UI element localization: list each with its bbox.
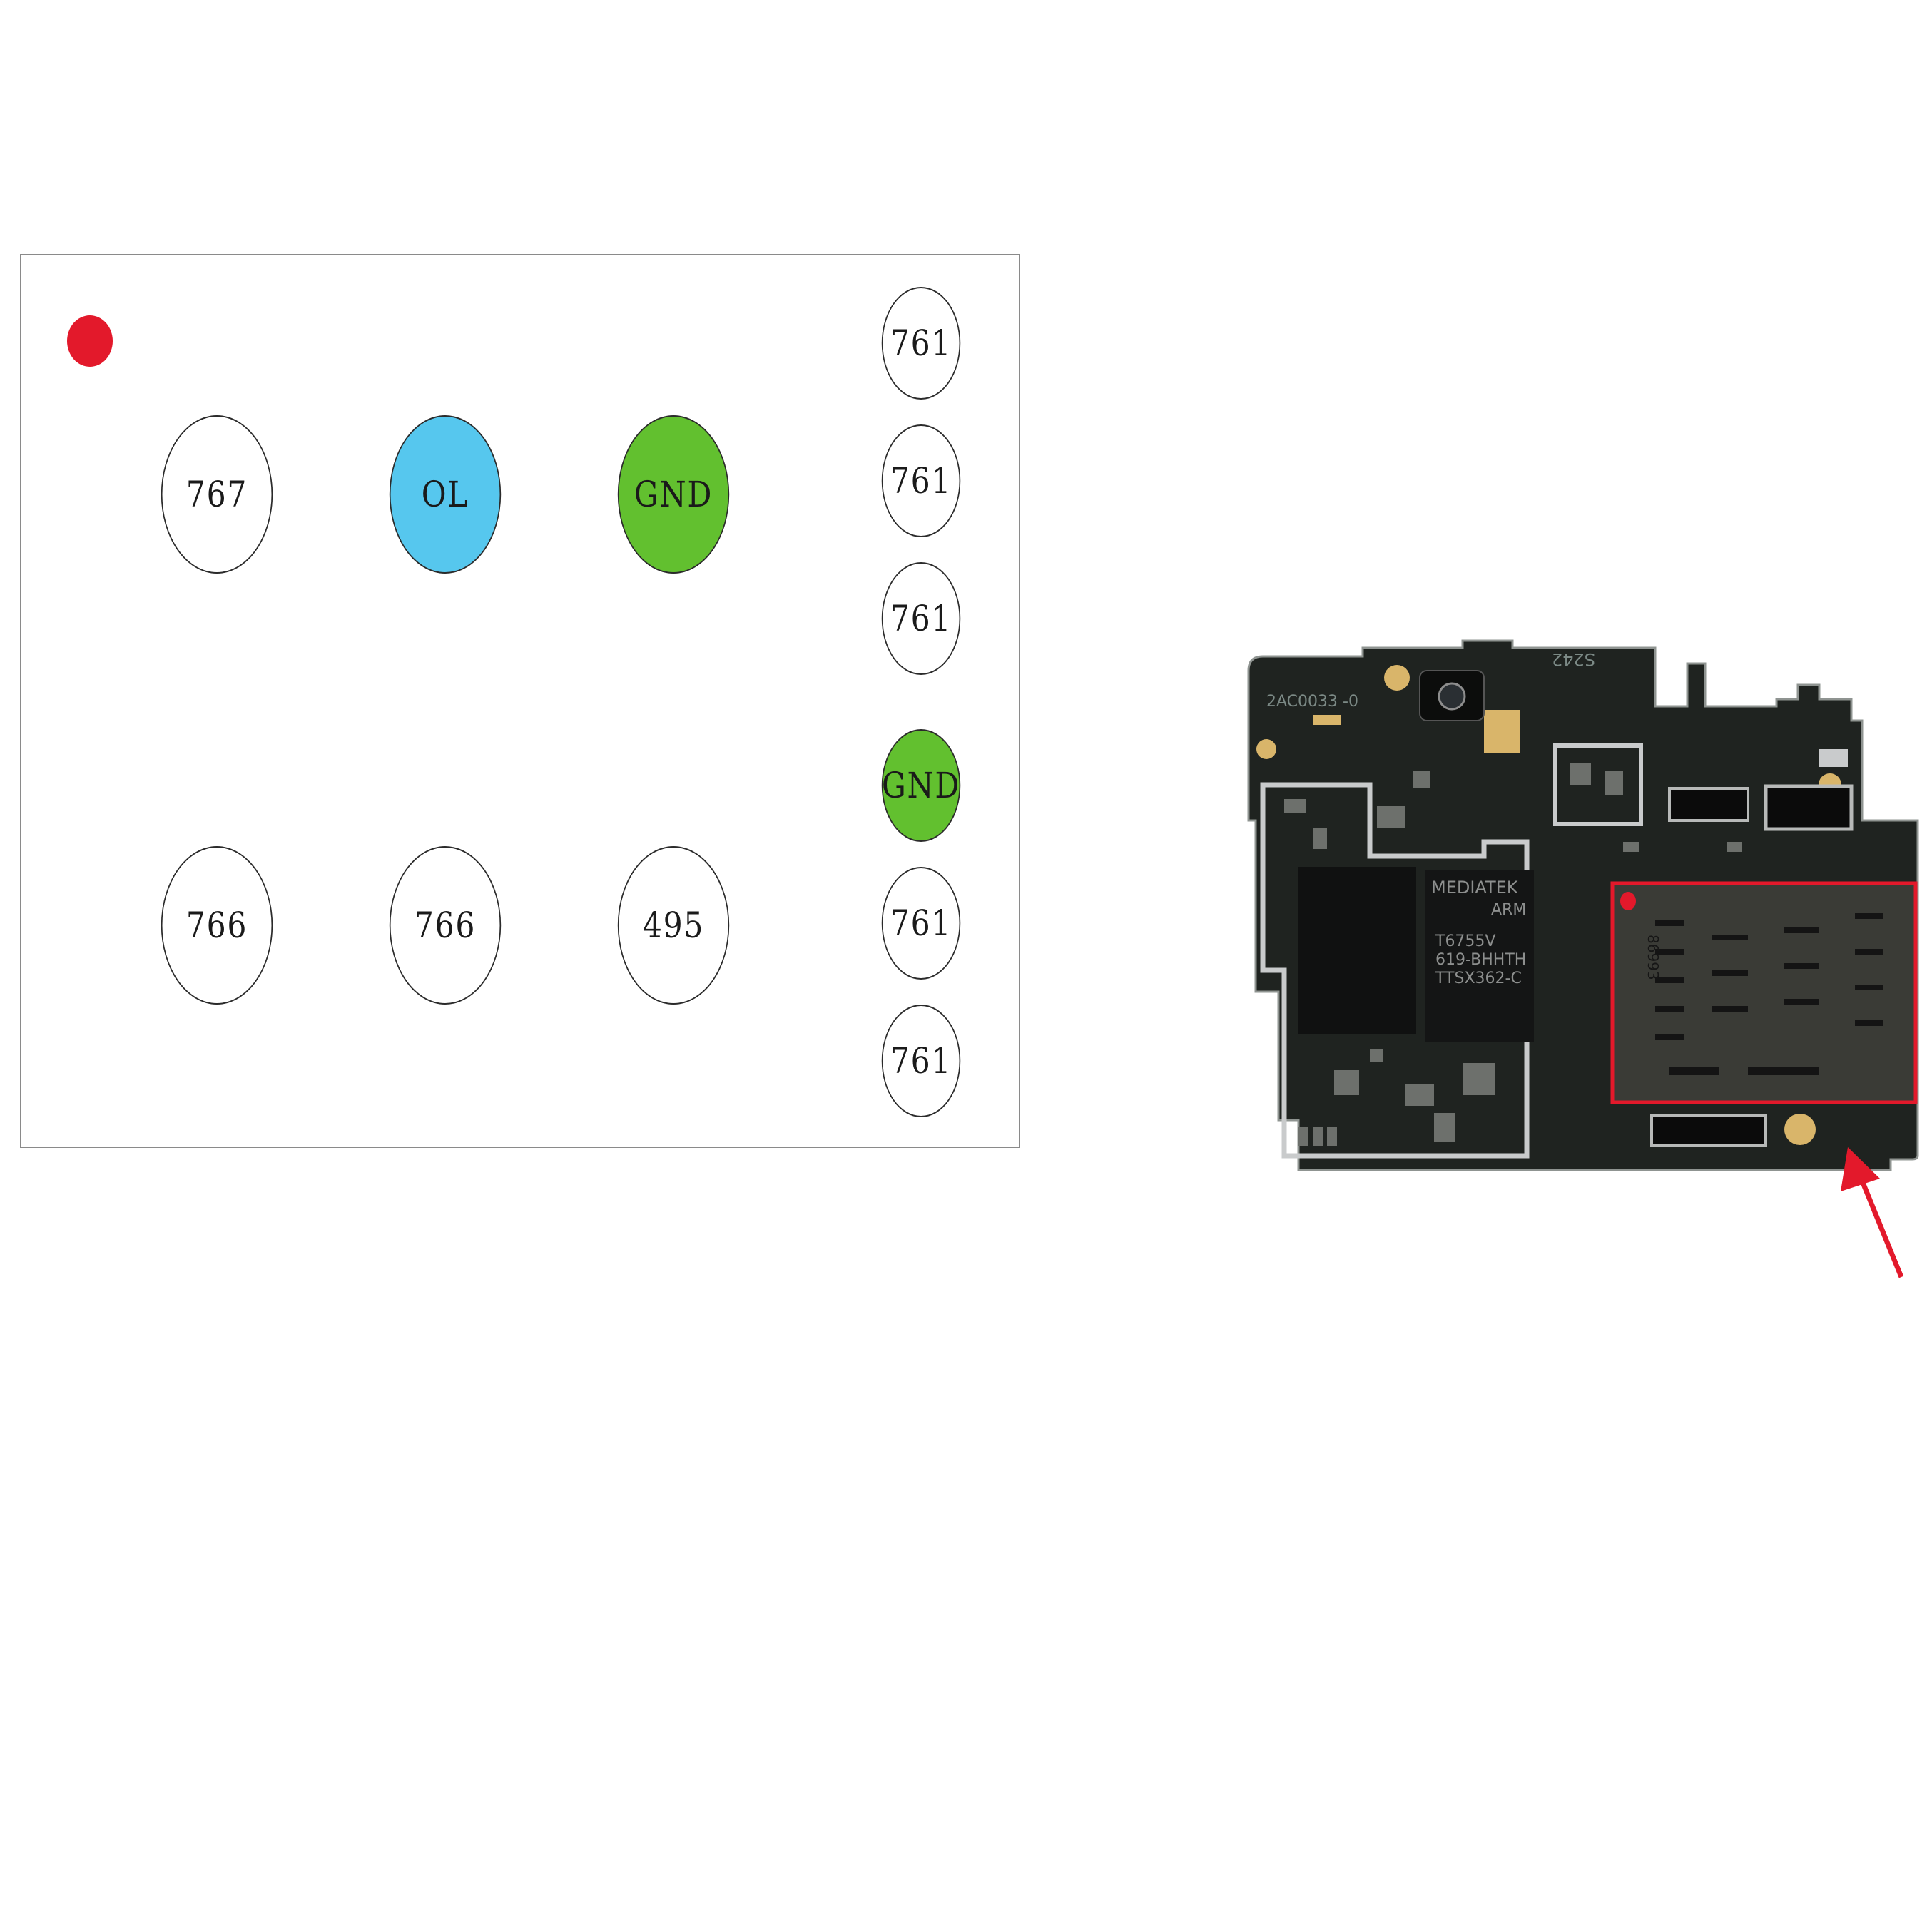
pad-761-3: 761	[881, 562, 961, 675]
gold-pad	[1819, 749, 1848, 767]
sim-slot-code: 86993	[1644, 935, 1662, 980]
pad-label: 761	[890, 460, 952, 502]
pad-761-2: 761	[881, 424, 961, 537]
pad-766-a: 766	[161, 846, 273, 1005]
silkscreen-label: S242	[1552, 649, 1595, 669]
silkscreen-label: 2AC0033 -0	[1266, 693, 1358, 711]
chip-marking-3: TTSX362-C	[1435, 970, 1522, 987]
pad-495: 495	[617, 846, 730, 1005]
arrow-head	[1841, 1147, 1880, 1191]
sim-tray	[1612, 883, 1916, 1102]
pad-label: 767	[185, 474, 248, 515]
smd-components	[1284, 763, 1742, 1146]
b2b-connector	[1668, 787, 1749, 822]
pad-label: OL	[421, 474, 469, 515]
soc-chip	[1425, 870, 1534, 1042]
pad-761-4: 761	[881, 867, 961, 980]
pad-ol: OL	[389, 415, 502, 574]
arrow-shaft	[1859, 1179, 1904, 1278]
pin1-marker	[67, 315, 113, 367]
pad-761-5: 761	[881, 1005, 961, 1117]
pad-diagram-panel: 767 OL GND 766 766 495 761 761 761 GND 7…	[20, 254, 1020, 1148]
pad-label: 766	[185, 905, 248, 946]
pad-label: 766	[414, 905, 477, 946]
gold-pad	[1313, 715, 1341, 725]
shield-frame-top	[1553, 743, 1643, 826]
pad-label: 761	[890, 1040, 952, 1082]
b2b-connector	[1650, 1114, 1767, 1147]
pad-761-1: 761	[881, 287, 961, 400]
pad-label: GND	[634, 474, 713, 515]
chip-marking-2: 619-BHHTH	[1435, 951, 1526, 969]
highlight-box	[1610, 881, 1918, 1104]
pin1-dot-board	[1620, 892, 1636, 910]
pad-767: 767	[161, 415, 273, 574]
mount-hole	[1384, 665, 1410, 691]
motherboard-photo: 2AC0033 -0 S242 MEDIATEK ARM T6755V 619-…	[1247, 639, 1919, 1278]
mount-hole	[1784, 1114, 1816, 1145]
pad-gnd: GND	[617, 415, 730, 574]
pad-label: 761	[890, 322, 952, 364]
memory-chip	[1298, 867, 1416, 1034]
b2b-connector	[1764, 784, 1854, 831]
pad-label: GND	[881, 765, 961, 806]
pad-label: 495	[642, 905, 705, 946]
mount-hole	[1256, 739, 1276, 759]
pad-766-b: 766	[389, 846, 502, 1005]
shield-frame	[1260, 782, 1530, 1159]
pad-label: 761	[890, 598, 952, 639]
chip-marking-1: T6755V	[1435, 932, 1495, 950]
chip-brand-text: MEDIATEK	[1431, 878, 1519, 898]
pad-gnd-column: GND	[881, 729, 961, 842]
chip-arm-text: ARM	[1491, 901, 1526, 919]
camera-lens	[1438, 682, 1466, 711]
sim-contacts	[1655, 913, 1883, 1075]
pad-label: 761	[890, 903, 952, 944]
gold-pad	[1484, 710, 1520, 753]
